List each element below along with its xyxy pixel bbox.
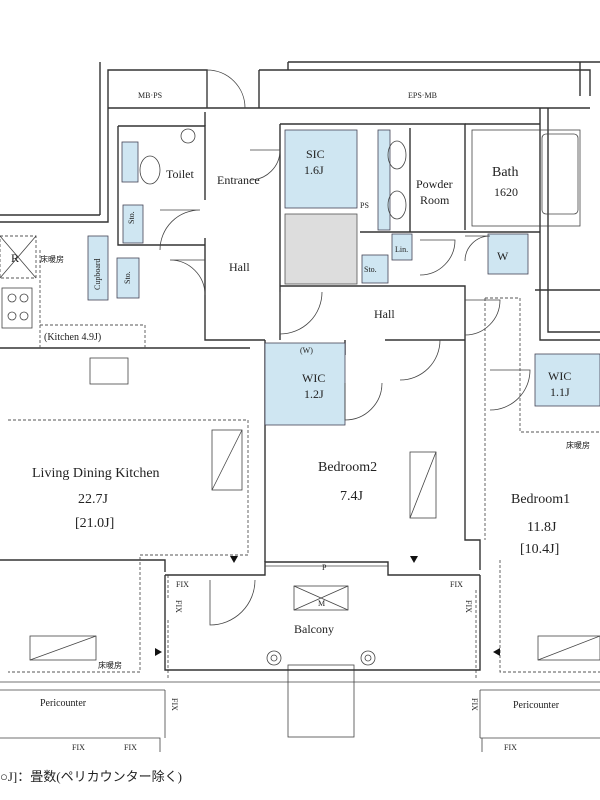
label-bedroom1: Bedroom1 — [511, 492, 570, 507]
label-bath: Bath — [492, 165, 518, 180]
label-sic: SIC — [306, 147, 325, 161]
label-kitchen: (Kitchen 4.9J) — [44, 332, 101, 343]
door-swings — [159, 69, 531, 626]
label-wic-2-size: 1.1J — [550, 385, 570, 399]
label-powder-2: Room — [420, 193, 450, 207]
cupboard — [87, 235, 109, 301]
window-arrows — [155, 556, 500, 656]
label-p: P — [322, 563, 327, 572]
label-pericounter-1: Pericounter — [40, 698, 87, 709]
label-balcony: Balcony — [294, 622, 334, 636]
toilet-bowl — [139, 155, 161, 185]
bathtub — [541, 133, 579, 215]
kitchen-sink — [89, 357, 129, 385]
label-pericounter-2: Pericounter — [513, 700, 560, 711]
label-floor-heating-1: 床暖房 — [40, 254, 64, 264]
label-hall-2: Hall — [374, 307, 395, 321]
label-sto-1: Sto. — [127, 211, 136, 224]
label-refrigerator: R — [11, 251, 19, 265]
sink-1 — [387, 140, 407, 170]
label-cupboard: Cupboard — [93, 258, 102, 290]
label-ldk: Living Dining Kitchen — [32, 466, 160, 481]
exterior-walls — [0, 61, 600, 341]
sink-2 — [387, 190, 407, 220]
label-floor-heating-3: 床暖房 — [98, 660, 122, 670]
shoe-cabinet — [284, 213, 358, 285]
label-wic-1-size: 1.2J — [304, 387, 324, 401]
label-w: W — [497, 249, 509, 263]
floor-heating-zones — [8, 250, 600, 680]
label-sto-2: Sto. — [123, 271, 132, 284]
label-fix-9: FIX — [504, 743, 517, 752]
outdoor-unit — [293, 585, 349, 611]
label-bedroom2: Bedroom2 — [318, 460, 377, 475]
label-toilet: Toilet — [166, 167, 194, 181]
label-ps: PS — [360, 201, 369, 210]
label-fix-7: FIX — [72, 743, 85, 752]
toilet-sink — [180, 128, 196, 144]
label-fix-6: FIX — [470, 698, 479, 711]
wic-bedroom1 — [534, 353, 600, 407]
fridge-space — [0, 235, 37, 279]
label-sic-size: 1.6J — [304, 163, 324, 177]
label-wic-2: WIC — [548, 369, 571, 383]
label-bedroom1-size: 11.8J — [527, 520, 557, 535]
label-lin: Lin. — [395, 245, 408, 254]
storage-sto-3 — [361, 254, 389, 284]
label-bedroom2-size: 7.4J — [340, 489, 364, 504]
label-fix-8: FIX — [124, 743, 137, 752]
label-fix-1: FIX — [176, 580, 189, 589]
area-legend: ○J]：畳数(ペリカウンター除く) — [0, 769, 182, 784]
balcony-structure — [0, 561, 600, 752]
storage-sto-2 — [116, 257, 140, 299]
label-bath-size: 1620 — [494, 185, 518, 199]
bath-area — [471, 129, 581, 227]
cooktop — [1, 287, 33, 329]
label-ldk-size2: [21.0J] — [75, 516, 114, 531]
toilet-tank — [121, 141, 139, 183]
label-wic-1: WIC — [302, 371, 325, 385]
label-powder-1: Powder — [416, 177, 453, 191]
sic-closet — [284, 129, 358, 209]
label-fix-2: FIX — [450, 580, 463, 589]
wic-bedroom2 — [264, 342, 346, 426]
label-entrance: Entrance — [217, 173, 260, 187]
washer-space — [487, 233, 529, 275]
label-fix-3: FIX — [174, 600, 183, 613]
label-mb-ps: MB·PS — [138, 91, 162, 100]
label-ldk-size: 22.7J — [78, 492, 109, 507]
label-bedroom1-size2: [10.4J] — [520, 542, 559, 557]
ldk-heater — [29, 635, 97, 661]
balcony-hatch — [287, 664, 355, 738]
fixtures — [0, 128, 600, 738]
label-fix-4: FIX — [464, 600, 473, 613]
storage-areas — [87, 129, 600, 426]
ldk-window-unit — [211, 429, 243, 491]
label-fix-5: FIX — [170, 698, 179, 711]
bedroom2-window-unit — [409, 451, 437, 519]
powder-counter — [377, 129, 391, 231]
storage-sto-1 — [122, 204, 144, 244]
label-sto-3: Sto. — [364, 265, 377, 274]
label-wic-w: (W) — [300, 346, 313, 355]
label-eps-mb: EPS·MB — [408, 91, 437, 100]
label-m: M — [318, 599, 325, 608]
label-hall-1: Hall — [229, 260, 250, 274]
bedroom1-heater — [537, 635, 600, 661]
linen-closet — [391, 233, 413, 261]
label-floor-heating-2: 床暖房 — [566, 440, 590, 450]
